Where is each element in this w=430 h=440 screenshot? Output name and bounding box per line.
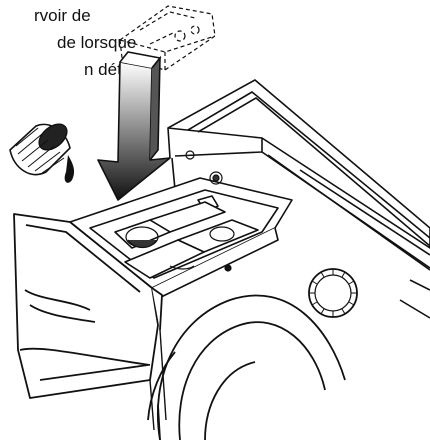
frame-lines — [149, 329, 167, 431]
program-knob — [308, 268, 358, 318]
detergent-bottle — [9, 123, 75, 183]
detergent-drawer — [69, 177, 293, 301]
insert-direction-arrow — [97, 51, 171, 201]
compartment-details — [125, 150, 235, 272]
drawer-front-panel — [13, 213, 163, 399]
door-porthole — [147, 294, 346, 440]
liquid-drop-icon — [64, 155, 75, 183]
dosing-container-dashed — [119, 5, 216, 71]
